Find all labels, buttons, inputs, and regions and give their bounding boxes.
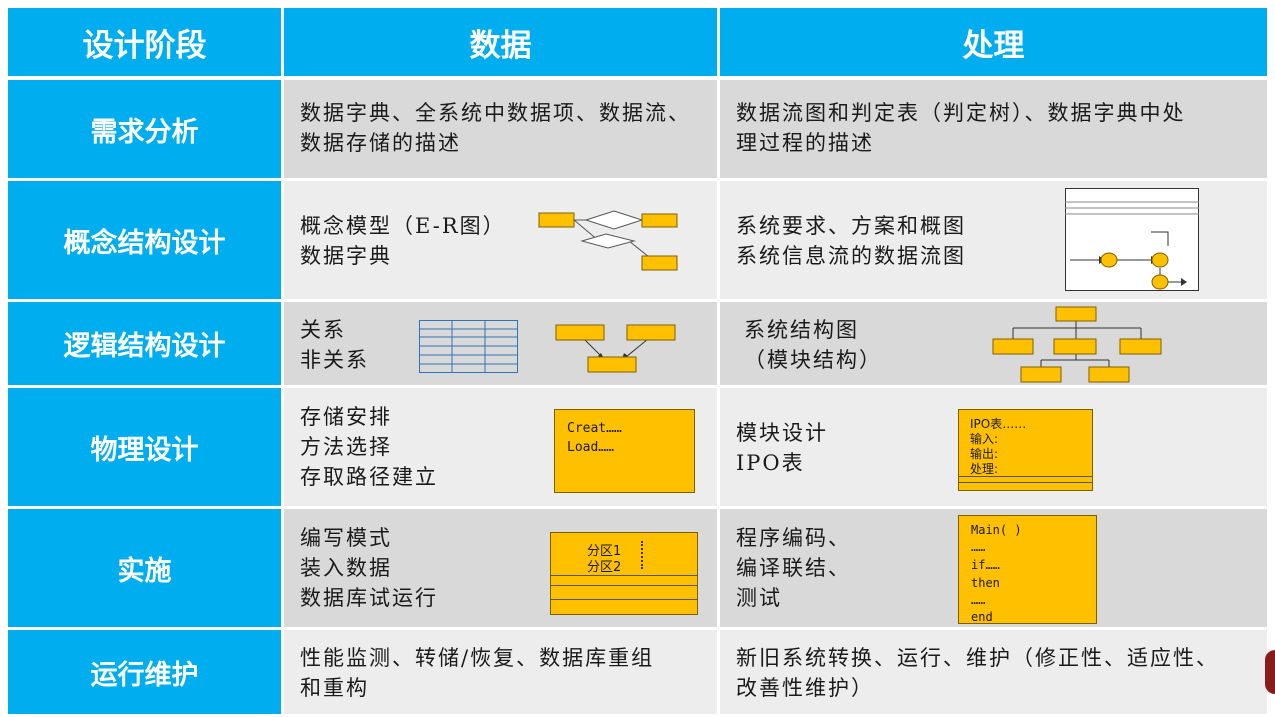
code-line-ellipsis: …… [971, 540, 986, 554]
stage-physical: 物理设计 [8, 388, 281, 506]
stage-conceptual: 概念结构设计 [8, 181, 281, 299]
edge-decoration [1265, 650, 1275, 694]
module-structure-icon [992, 306, 1162, 383]
partition-divider [551, 599, 697, 600]
process-text-implementation: 程序编码、 编译联结、 测试 [736, 526, 851, 610]
data-text-implementation: 编写模式 装入数据 数据库试运行 [300, 526, 438, 610]
ipo-line-output: 输出: [970, 447, 999, 461]
header-process: 处理 [720, 8, 1267, 76]
partition-box: 分区1 分区2 [550, 532, 698, 615]
data-text-conceptual: 概念模型（E-R图） 数据字典 [300, 214, 506, 268]
ipo-line-input: 输入: [970, 432, 999, 446]
data-text-requirements: 数据字典、全系统中数据项、数据流、 数据存储的描述 [300, 101, 691, 155]
er-diagram-icon [538, 210, 678, 271]
stage-logical: 逻辑结构设计 [8, 302, 281, 385]
data-text-operation: 性能监测、转储/恢复、数据库重组 和重构 [300, 646, 655, 700]
relation-table-icon [419, 320, 518, 373]
process-cell-physical: 模块设计 IPO表 IPO表…… 输入: 输出: 处理: [720, 388, 1267, 506]
process-cell-conceptual: 系统要求、方案和概图 系统信息流的数据流图 [720, 181, 1267, 299]
code-line-if: if…… [971, 558, 1000, 572]
vertical-dots-icon [641, 541, 643, 569]
process-cell-requirements: 数据流图和判定表（判定树）、数据字典中处 理过程的描述 [720, 80, 1267, 178]
data-cell-conceptual: 概念模型（E-R图） 数据字典 [284, 181, 717, 299]
data-cell-requirements: 数据字典、全系统中数据项、数据流、 数据存储的描述 [284, 80, 717, 178]
process-text-requirements: 数据流图和判定表（判定树）、数据字典中处 理过程的描述 [736, 101, 1186, 155]
hierarchy-model-icon [555, 324, 676, 373]
process-cell-logical: 系统结构图 （模块结构） [720, 302, 1267, 385]
storage-script-box: Creat…… Load…… [554, 409, 695, 493]
storage-line-load: Load…… [567, 440, 614, 455]
data-cell-implementation: 编写模式 装入数据 数据库试运行 分区1 分区2 [284, 509, 717, 627]
ipo-divider [959, 476, 1092, 477]
data-cell-physical: 存储安排 方法选择 存取路径建立 Creat…… Load…… [284, 388, 717, 506]
ipo-line-process: 处理: [970, 462, 999, 476]
process-text-operation: 新旧系统转换、运行、维护（修正性、适应性、 改善性维护） [736, 646, 1219, 700]
partition-1-label: 分区1 [587, 544, 622, 559]
partition-2-label: 分区2 [587, 560, 622, 575]
partition-divider [551, 575, 697, 576]
ipo-line-title: IPO表…… [970, 417, 1027, 431]
storage-line-creat: Creat…… [567, 421, 622, 436]
code-line-main: Main( ) [971, 523, 1022, 537]
data-text-physical: 存储安排 方法选择 存取路径建立 [300, 405, 438, 489]
program-code-box: Main( ) …… if…… then …… end [958, 515, 1097, 624]
process-text-conceptual: 系统要求、方案和概图 系统信息流的数据流图 [736, 214, 966, 268]
ipo-divider [959, 482, 1092, 483]
stage-operation: 运行维护 [8, 630, 281, 714]
code-line-then: then [971, 576, 1000, 590]
code-line-ellipsis: …… [971, 593, 986, 607]
process-cell-operation: 新旧系统转换、运行、维护（修正性、适应性、 改善性维护） [720, 630, 1267, 714]
partition-divider [551, 585, 697, 586]
data-cell-logical: 关系 非关系 [284, 302, 717, 385]
data-text-logical: 关系 非关系 [300, 318, 369, 372]
process-text-physical: 模块设计 IPO表 [736, 421, 828, 475]
process-cell-implementation: 程序编码、 编译联结、 测试 Main( ) …… if…… then …… e… [720, 509, 1267, 627]
code-line-end: end [971, 610, 993, 624]
process-text-logical: 系统结构图 （模块结构） [744, 318, 882, 372]
dataflow-diagram-icon [1065, 188, 1199, 291]
ipo-table-box: IPO表…… 输入: 输出: 处理: [958, 409, 1093, 491]
header-stage: 设计阶段 [8, 8, 281, 76]
stage-implementation: 实施 [8, 509, 281, 627]
header-data: 数据 [284, 8, 717, 76]
stage-requirements: 需求分析 [8, 80, 281, 178]
data-cell-operation: 性能监测、转储/恢复、数据库重组 和重构 [284, 630, 717, 714]
